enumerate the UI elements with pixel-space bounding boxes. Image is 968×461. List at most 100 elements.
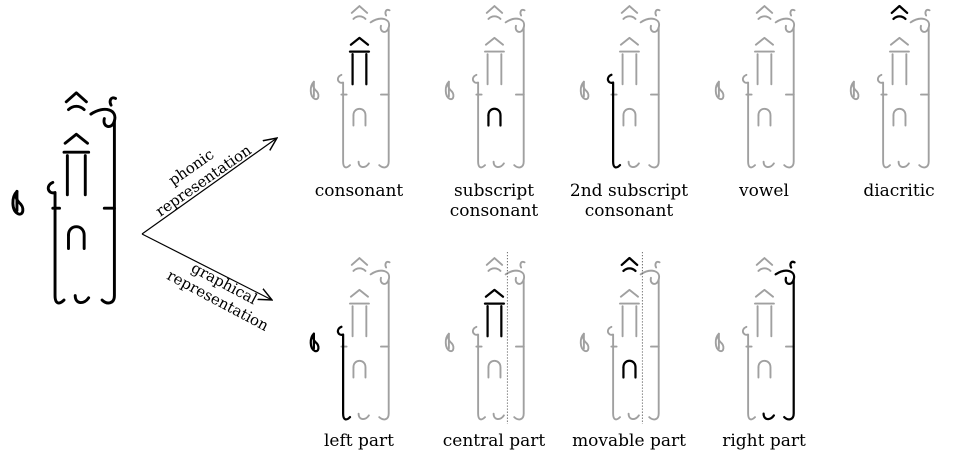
glyph-stroke-consonant (619, 288, 640, 298)
glyph-stroke-vowel-right (89, 107, 117, 128)
glyph-stroke-vowel-right (648, 26, 660, 169)
glyph-stroke-vowel-right (789, 8, 796, 17)
glyph-stroke-diacritic (64, 91, 88, 104)
glyph-stroke-second (471, 73, 486, 169)
glyph (714, 257, 796, 421)
phonic-label-3: vowel (738, 181, 789, 201)
glyph (579, 5, 661, 169)
glyph-stroke-second (46, 180, 66, 305)
glyph-stroke-vowel-right (762, 412, 776, 421)
glyph-stroke-diacritic (757, 15, 772, 20)
glyph-stroke-diacritic (485, 5, 504, 14)
glyph-stroke-vowel-right (774, 269, 796, 285)
glyph-stroke-vowel-right (654, 260, 661, 269)
glyph-stroke-vowel-right (73, 294, 91, 305)
graphical-label-1: central part (443, 431, 546, 451)
glyph (444, 252, 526, 425)
glyph-stroke-second (336, 73, 351, 169)
source-glyph (11, 91, 117, 305)
glyph-stroke-vowel-right (513, 26, 525, 169)
graphical-arrow-label: graphical representation (164, 250, 280, 335)
glyph-stroke-vowel-right (492, 160, 505, 168)
glyph-stroke-diacritic (892, 15, 907, 21)
glyph-stroke-vowel-right (762, 160, 775, 168)
glyph-stroke-diacritic (67, 104, 86, 112)
glyph-stroke-diacritic (890, 4, 909, 15)
glyph-stroke-second (741, 325, 756, 421)
glyph (579, 252, 661, 425)
glyph-stroke-diacritic (350, 257, 369, 266)
glyph-stroke-second (741, 73, 756, 169)
glyph-stroke-vowel-right (639, 17, 661, 33)
glyph-stroke-subscript (757, 107, 772, 127)
glyph-stroke-vowel-right (783, 26, 795, 169)
glyph-stroke-second (606, 325, 621, 421)
glyph-stroke-vowel-right (783, 278, 795, 421)
glyph (444, 5, 526, 169)
glyph-stroke-vowel-right (774, 17, 796, 33)
graphical-label-0: left part (324, 431, 394, 451)
glyph-stroke-vowel-right (897, 160, 910, 168)
glyph-stroke-consonant (484, 36, 505, 46)
glyph-stroke-diacritic (755, 5, 774, 14)
glyph-stroke-vowel-right (789, 260, 796, 269)
glyph-stroke-subscript (352, 359, 367, 379)
glyph-stroke-vowel-right (357, 412, 370, 420)
glyph-stroke-vowel-right (378, 278, 390, 421)
glyph-stroke-vowel-right (504, 269, 526, 285)
glyph-stroke-vowel-right (519, 8, 526, 17)
glyph-stroke-subscript (487, 107, 502, 127)
glyph-stroke-second (606, 73, 622, 169)
glyph-stroke-vowel-right (909, 17, 931, 33)
glyph-stroke-vowel-right (654, 8, 661, 17)
phonic-arrow (141, 138, 277, 235)
glyph-stroke-vowel-right (639, 269, 661, 285)
graphical-label-3: right part (722, 431, 806, 451)
glyph-stroke-vowel-right (504, 17, 526, 33)
glyph-stroke-consonant (889, 36, 910, 46)
glyph-stroke-diacritic (620, 5, 639, 14)
glyph-stroke-subscript (757, 359, 772, 379)
glyph-stroke-diacritic (352, 15, 367, 20)
glyph-stroke-vowel-right (519, 260, 526, 269)
glyph-stroke-consonant (754, 288, 775, 298)
glyph-stroke-second (471, 325, 486, 421)
glyph-stroke-vowel-right (384, 8, 391, 17)
glyph-stroke-vowel-right (918, 26, 930, 169)
glyph-stroke-vowel-right (369, 17, 391, 33)
glyph (309, 5, 391, 169)
glyph-stroke-subscript (67, 225, 86, 250)
glyph-stroke-consonant (484, 288, 505, 298)
glyph-stroke-diacritic (485, 257, 504, 266)
glyph-stroke-diacritic (352, 267, 367, 272)
glyph (309, 257, 391, 421)
glyph-stroke-diacritic (622, 15, 637, 20)
glyph-stroke-vowel-right (100, 119, 116, 305)
glyph (11, 91, 117, 305)
glyph-stroke-subscript (622, 107, 637, 127)
phonic-label-0: consonant (315, 181, 404, 201)
glyph-stroke-diacritic (620, 256, 639, 267)
glyph-stroke-diacritic (757, 267, 772, 272)
glyph-stroke-diacritic (622, 267, 637, 273)
glyph-stroke-diacritic (350, 5, 369, 14)
glyph-stroke-vowel-right (492, 412, 505, 420)
glyph-stroke-diacritic (487, 15, 502, 20)
glyph-stroke-second (336, 325, 352, 421)
glyph-stroke-vowel-right (357, 160, 370, 168)
glyph-stroke-subscript (487, 359, 502, 379)
glyph-stroke-vowel-right (378, 26, 390, 169)
glyph-stroke-subscript (352, 107, 367, 127)
glyph-stroke-subscript (622, 359, 637, 379)
glyph-stroke-consonant (349, 288, 370, 298)
glyph-stroke-consonant (63, 132, 89, 145)
glyph-stroke-vowel-right (369, 269, 391, 285)
glyph-stroke-vowel-right (108, 96, 117, 107)
glyph (849, 4, 931, 169)
glyph-stroke-vowel-right (627, 160, 640, 168)
glyph-stroke-vowel-right (924, 8, 931, 17)
